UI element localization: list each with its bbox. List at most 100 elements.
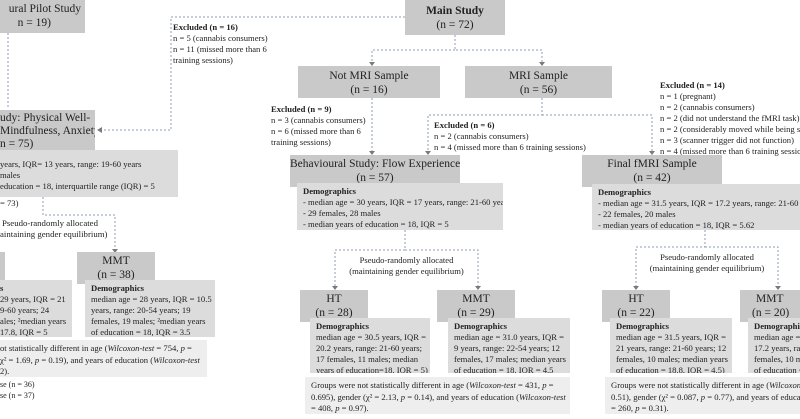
demographics-line: females, 17 males; median years — [454, 354, 566, 364]
demographics-line: 29 years, IQR = 21 — [0, 294, 66, 304]
left-ht-demographics: s 29 years, IQR = 21 9-60 years; 24 ales… — [0, 280, 72, 337]
allocation-line: Pseudo-randomly allocated — [1, 218, 98, 228]
flow-demographics: Demographics - median age = 30 years, IQ… — [297, 183, 503, 230]
text: ot statistically different in age ( — [0, 343, 108, 353]
text: Wilcoxon-test — [769, 380, 800, 390]
excluded-9-note: Excluded (n = 9) n = 3 (cannabis consume… — [271, 104, 366, 148]
excluded-heading: Excluded (n = 6) — [434, 120, 495, 130]
demographics-line: years, IQR= 13 years, range: 19-60 years — [0, 159, 142, 169]
text: = 431, — [515, 380, 543, 390]
demographics-line: median age = 31.0 years, IQR = — [454, 332, 564, 342]
text: 2). — [0, 366, 10, 376]
fmri-mmt-box: MMT (n = 20) — [740, 290, 800, 322]
text: = — [546, 380, 554, 390]
box-title: Behavioural Study: Flow Experience — [290, 158, 460, 170]
text: = 260, — [611, 403, 636, 413]
flow-allocation-label: Pseudo-randomly allocated (maintaining g… — [335, 255, 478, 277]
text: = 408, — [311, 403, 336, 413]
fmri-allocation-label: Pseudo-randomly allocated (maintaining g… — [636, 252, 778, 274]
text: p — [34, 354, 40, 365]
left-footnote: se (n = 37) — [0, 391, 35, 400]
left-ht-box — [0, 252, 5, 282]
text: Groups were not statistically different … — [311, 380, 470, 390]
excluded-item: n = 3 (cannabis consumers) — [271, 115, 366, 125]
excluded-item: n = 1 (pregnant) — [660, 91, 716, 101]
box-n: (n = 22) — [617, 307, 655, 319]
text: Wilcoxon-test — [107, 343, 155, 353]
box-n: (n = 72) — [436, 19, 474, 31]
demographics-line: - median years of education = 18, IQR = … — [303, 219, 449, 229]
demographics-line: males — [0, 170, 21, 180]
left-mmt-demographics: Demographics median age = 28 years, IQR … — [85, 280, 215, 337]
text: p — [180, 343, 185, 353]
box-n: (n = 29) — [457, 307, 495, 319]
demographics-line: median age = 28 years, IQR = 10.5 — [91, 294, 212, 304]
text: = — [184, 343, 192, 353]
demographics-line: median age = 31.5 years, IQR = — [616, 332, 726, 342]
left-study-demographics: years, IQR= 13 years, range: 19-60 years… — [0, 150, 178, 197]
text: p — [335, 403, 340, 413]
demographics-line: years, range: 20-54 years; 19 — [91, 305, 191, 315]
box-n: (n = 38) — [97, 269, 135, 281]
demographics-line: of education = 18.8, IQR = 4.5) — [616, 365, 725, 373]
demographics-line: females, 10 males; median years — [616, 354, 728, 364]
demographics-line: - median years of education = 18, IQR = … — [598, 220, 755, 230]
demographics-line: - 22 females, 20 males — [598, 209, 676, 219]
demographics-line: females, 19 males; ²median years — [91, 316, 206, 326]
box-n: (n = 42) — [633, 172, 671, 184]
fmri-ht-demographics: Demographics median age = 31.5 years, IQ… — [610, 318, 732, 373]
demographics-line: 21 years, range: 21-60 years; 12 — [616, 343, 727, 353]
text: Groups were not statistically different … — [611, 380, 770, 390]
fmri-ht-box: HT (n = 22) — [602, 290, 670, 322]
text: p — [542, 380, 547, 390]
flow-groups-note: Groups were not statistically different … — [305, 377, 570, 414]
excluded-item: n = 2 (considerably moved while being sc… — [660, 124, 800, 134]
text: = 0.77), and years of education — [707, 391, 800, 402]
excluded-heading: Excluded (n = 9) — [271, 104, 332, 114]
box-title: MMT — [102, 255, 130, 267]
flow-mmt-box: MMT (n = 29) — [437, 290, 515, 322]
box-n: n = 75) — [0, 138, 34, 150]
demographics-line: 9-60 years; 24 — [0, 305, 50, 315]
text: = 754, — [154, 343, 181, 353]
demographics-line: education = 18, interquartile range (IQR… — [0, 181, 155, 191]
excluded-heading: Excluded (n = 14) — [660, 80, 725, 90]
demographics-heading: Demographics — [616, 321, 669, 331]
excluded-item: training sessions) — [271, 137, 331, 147]
demographics-line: 17 females, 11 males; median — [316, 354, 419, 364]
excluded-item: n = 2 (cannabis consumers) — [434, 131, 529, 141]
text: Wilcoxon-test — [469, 380, 516, 390]
excluded-item: n = 4 (missed more than 6 training sessi… — [434, 142, 586, 152]
text: Wilcoxon-test — [518, 391, 566, 402]
allocation-line: (maintaining gender equilibrium) — [649, 263, 765, 273]
mri-box: MRI Sample (n = 56) — [465, 66, 612, 98]
demographics-line: 20.2 years, range: 21-60 years; — [316, 343, 422, 353]
left-note: = 73) — [0, 198, 19, 208]
text: = 0.19), and years of education ( — [39, 354, 154, 365]
excluded-item: n = 6 (missed more than 6 — [271, 126, 361, 136]
allocation-line: (maintaining gender equilibrium) — [349, 266, 464, 276]
box-title: ural Pilot Study — [8, 3, 81, 15]
left-mmt-box: MMT (n = 38) — [77, 252, 155, 284]
demographics-line: females, 10 m — [754, 354, 800, 364]
flow-ht-demographics: Demographics median age = 30.5 years, IQ… — [310, 318, 430, 373]
demographics-line: - median age = 30 years, IQR = 17 years,… — [303, 197, 503, 207]
demographics-line: 17.8, IQR = 5 — [0, 327, 48, 337]
fmri-mmt-demographics: Demographics median age = 17.2 years, ra… — [748, 318, 800, 373]
box-title: MRI Sample — [508, 70, 569, 82]
text: 0.51), gender (χ² = 0.087, — [611, 391, 701, 402]
excluded-item: n = 2 (cannabis consumers) — [660, 102, 755, 112]
box-n: (n = 16) — [350, 84, 388, 96]
excluded-16-note: Excluded (n = 16) n = 5 (cannabis consum… — [173, 22, 268, 66]
demographics-line: - 29 females, 28 males — [303, 208, 381, 218]
text: Wilcoxon-test — [153, 354, 200, 365]
box-title-line: Mindfulness, Anxiety — [0, 125, 95, 137]
allocation-line: aintaining gender equilibrium) — [0, 229, 108, 239]
box-title: Not MRI Sample — [329, 70, 409, 82]
flow-ht-box: HT (n = 28) — [300, 290, 368, 322]
demographics-heading: Demographics — [754, 321, 800, 331]
box-title: Final fMRI Sample — [607, 158, 697, 170]
excluded-item: n = 5 (cannabis consumers) — [173, 33, 268, 43]
demographics-line: 17.2 years, ra — [754, 343, 800, 353]
